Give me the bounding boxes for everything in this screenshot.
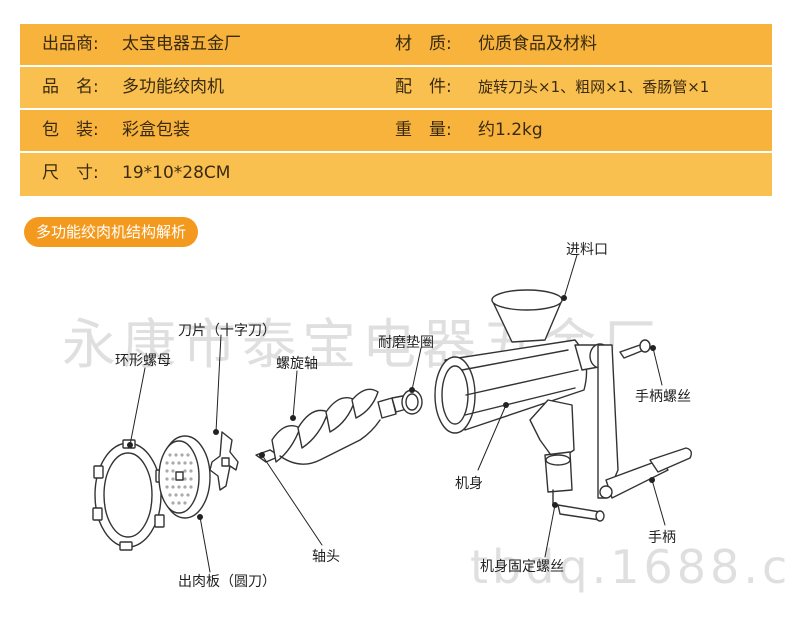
leader-dots	[127, 295, 656, 520]
spec-row: 包 装: 彩盒包装 重 量: 约1.2kg	[20, 110, 772, 151]
label-cutter-blade: 刀片（十字刀）	[178, 323, 276, 339]
spec-key: 尺 寸:	[42, 163, 99, 183]
label-feed-inlet: 进料口	[566, 242, 608, 258]
label-handle-screw: 手柄螺丝	[635, 389, 691, 405]
spec-key: 材 质:	[395, 34, 452, 54]
label-handle: 手柄	[648, 530, 676, 546]
spec-value: 旋转刀头×1、粗网×1、香肠管×1	[478, 78, 710, 96]
spec-key: 重 量:	[395, 120, 452, 140]
handle-part	[597, 344, 693, 499]
section-title: 多功能绞肉机结构解析	[24, 217, 199, 247]
spec-value: 太宝电器五金厂	[122, 34, 241, 54]
label-screw-shaft: 螺旋轴	[276, 356, 318, 372]
leader-lines	[129, 254, 666, 573]
label-mounting-screw: 机身固定螺丝	[480, 559, 564, 575]
handle-screw-part	[619, 339, 651, 359]
spec-table: 出品商: 太宝电器五金厂 材 质: 优质食品及材料 品 名: 多功能绞肉机 配 …	[20, 24, 772, 196]
spec-key: 包 装:	[42, 120, 99, 140]
ring-nut-part	[92, 439, 166, 551]
screw-shaft-part	[255, 388, 411, 465]
label-wear-washer: 耐磨垫圈	[378, 335, 434, 351]
label-body: 机身	[455, 476, 483, 492]
mounting-screw-part	[552, 489, 605, 522]
grinding-plate-part	[158, 435, 211, 519]
spec-key: 品 名:	[42, 77, 99, 97]
spec-value: 优质食品及材料	[478, 34, 597, 54]
spec-key: 配 件:	[395, 77, 452, 97]
spec-row: 出品商: 太宝电器五金厂 材 质: 优质食品及材料	[20, 24, 772, 65]
spec-value: 彩盒包装	[122, 120, 190, 140]
spec-value: 多功能绞肉机	[122, 77, 224, 97]
spec-key: 出品商:	[42, 34, 99, 54]
grinder-body-part	[434, 289, 611, 493]
cross-blade-part	[209, 431, 239, 491]
label-ring-nut: 环形螺母	[115, 353, 171, 369]
spec-value: 19*10*28CM	[122, 163, 231, 183]
label-shaft-head: 轴头	[312, 549, 340, 565]
label-grinding-plate: 出肉板（圆刀）	[178, 574, 276, 590]
spec-row: 尺 寸: 19*10*28CM	[20, 153, 772, 196]
spec-value: 约1.2kg	[478, 120, 543, 140]
spec-row: 品 名: 多功能绞肉机 配 件: 旋转刀头×1、粗网×1、香肠管×1	[20, 67, 772, 108]
wear-washer-part	[401, 389, 423, 415]
watermark-text: tbdq.1688.com	[470, 540, 790, 594]
